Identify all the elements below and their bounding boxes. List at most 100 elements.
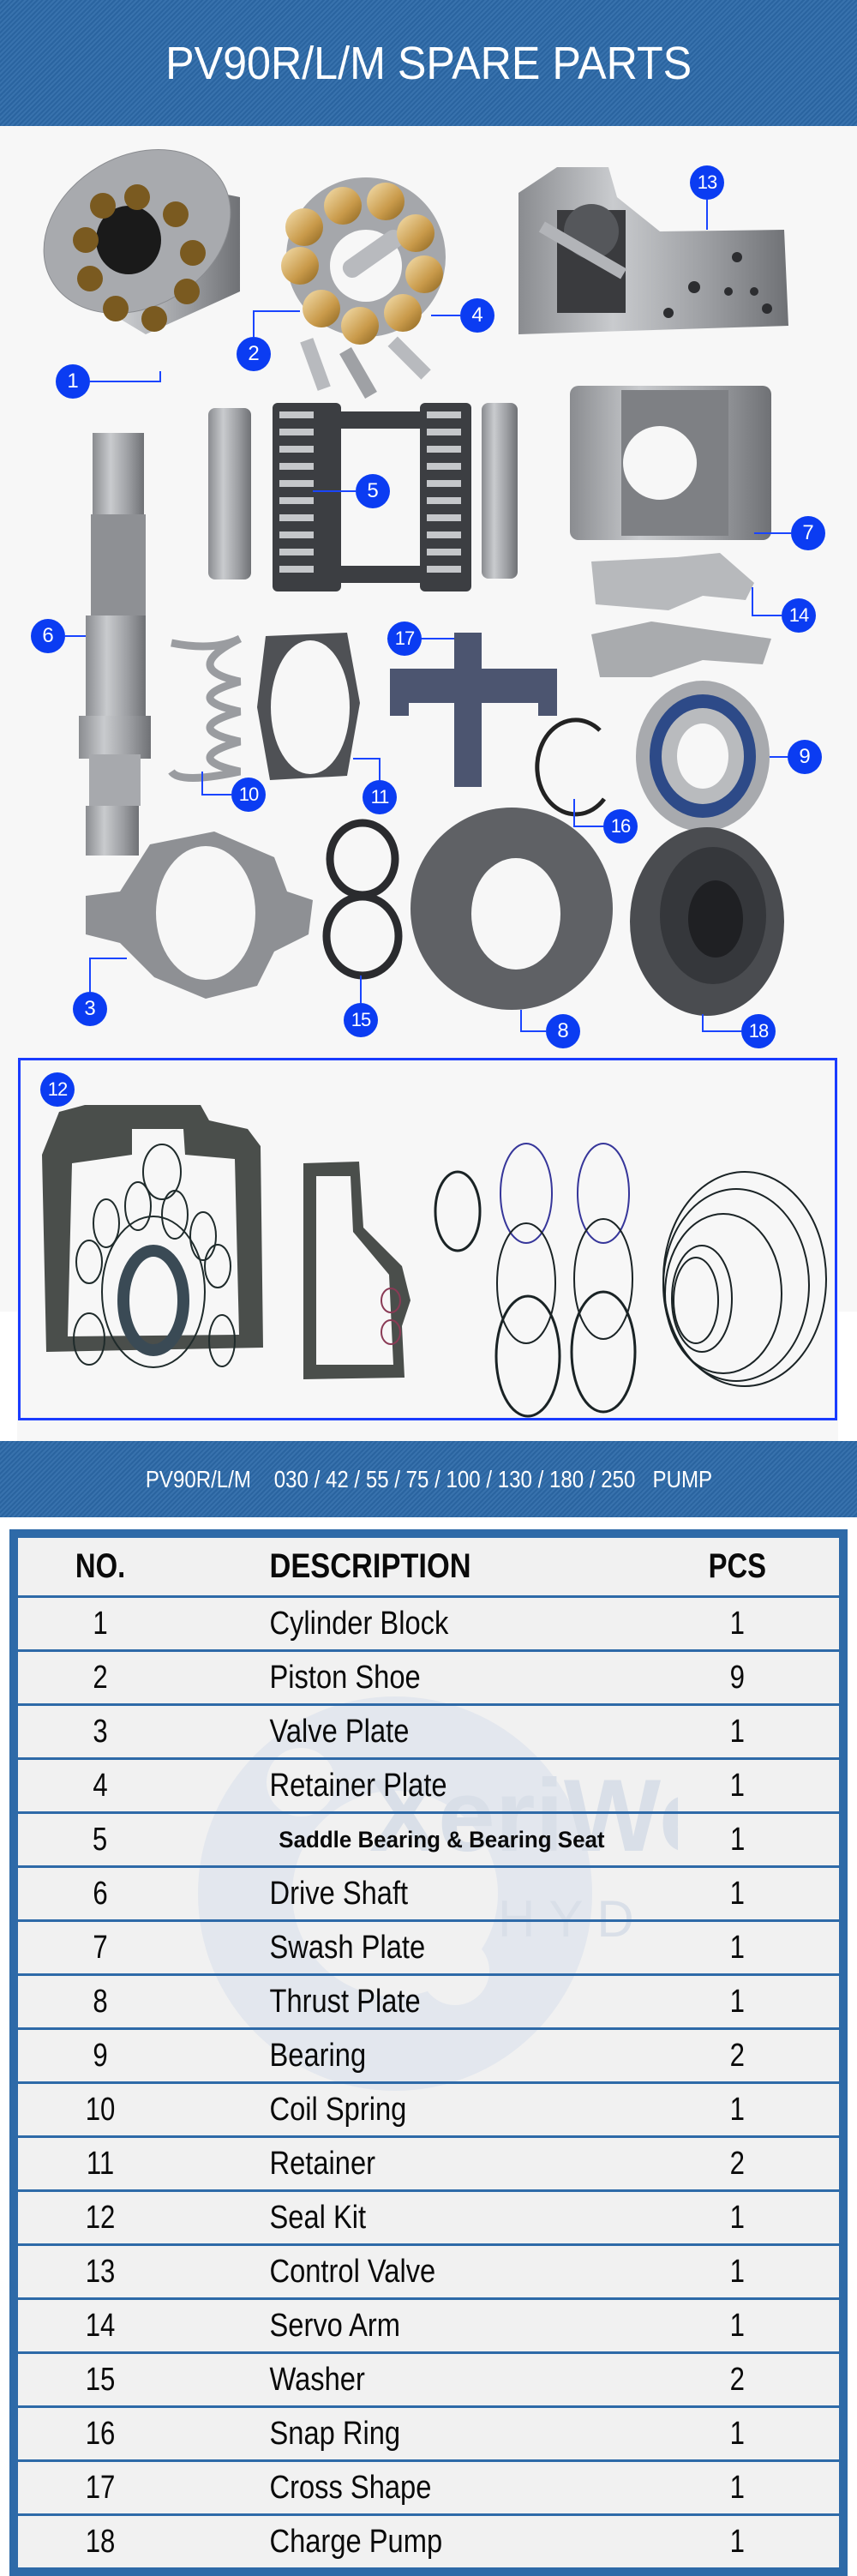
cell-description: Washer xyxy=(269,2361,365,2398)
table-row: 15 Washer 2 xyxy=(18,2351,839,2405)
cell-description: Coil Spring xyxy=(269,2091,407,2128)
table-row: 8 Thrust Plate 1 xyxy=(18,1973,839,2027)
cell-no: 3 xyxy=(93,1713,108,1750)
callout-4: 4 xyxy=(460,298,494,333)
cell-pcs: 2 xyxy=(729,2037,745,2074)
cell-pcs: 1 xyxy=(729,1767,745,1804)
exploded-parts-diagram xyxy=(43,149,791,1032)
title-banner: PV90R/L/M SPARE PARTS xyxy=(0,0,857,126)
cell-no: 13 xyxy=(85,2253,116,2290)
callout-12: 12 xyxy=(40,1072,75,1107)
part-control-valve xyxy=(518,167,788,334)
callout-8: 8 xyxy=(546,1014,580,1048)
part-washer xyxy=(322,819,403,980)
part-cross-shape xyxy=(390,633,557,787)
callout-16: 16 xyxy=(603,809,638,844)
cell-no: 6 xyxy=(93,1875,108,1912)
cell-pcs: 2 xyxy=(729,2361,745,2398)
part-saddle-bearing xyxy=(208,403,518,591)
cell-no: 1 xyxy=(93,1605,108,1642)
cell-pcs: 1 xyxy=(729,1929,745,1966)
cell-description: Charge Pump xyxy=(269,2523,443,2560)
cell-no: 8 xyxy=(93,1983,108,2020)
header-pcs: PCS xyxy=(708,1547,766,1585)
table-header-row: NO. DESCRIPTION PCS xyxy=(18,1538,839,1595)
part-retainer xyxy=(257,633,360,780)
cell-description: Servo Arm xyxy=(269,2307,401,2344)
table-row: 13 Control Valve 1 xyxy=(18,2243,839,2297)
cell-pcs: 1 xyxy=(729,1983,745,2020)
part-bearing xyxy=(636,681,770,832)
callout-18: 18 xyxy=(741,1014,776,1048)
cell-no: 7 xyxy=(93,1929,108,1966)
cell-pcs: 9 xyxy=(729,1659,745,1696)
cell-description: Drive Shaft xyxy=(269,1875,409,1912)
seal-kit-valve-gasket xyxy=(303,1162,411,1379)
cell-description: Cross Shape xyxy=(269,2469,432,2506)
cell-no: 17 xyxy=(85,2469,116,2506)
cell-no: 18 xyxy=(85,2523,116,2560)
part-swash-plate xyxy=(570,386,771,540)
seal-kit-panel xyxy=(18,1058,837,1420)
cell-no: 4 xyxy=(93,1767,108,1804)
header-description: DESCRIPTION xyxy=(269,1547,471,1585)
cell-description: Retainer xyxy=(269,2145,376,2182)
cell-pcs: 1 xyxy=(729,2523,745,2560)
cell-pcs: 1 xyxy=(729,2307,745,2344)
cell-pcs: 1 xyxy=(729,2253,745,2290)
seal-kit-illustration xyxy=(42,1105,827,1418)
cell-description: Piston Shoe xyxy=(269,1659,421,1696)
cell-pcs: 2 xyxy=(729,2145,745,2182)
cell-description: Control Valve xyxy=(269,2253,436,2290)
cell-pcs: 1 xyxy=(730,1821,746,1858)
parts-table: XeriWell HYD NO. DESCRIPTION PCS 1Cylind… xyxy=(9,1529,848,2576)
cell-no: 11 xyxy=(86,2145,115,2182)
cell-pcs: 1 xyxy=(729,2469,745,2506)
part-snap-ring xyxy=(535,718,606,817)
cell-pcs: 1 xyxy=(729,2415,745,2452)
cell-no: 15 xyxy=(85,2361,116,2398)
cell-no: 10 xyxy=(85,2091,116,2128)
cell-description: Retainer Plate xyxy=(269,1767,447,1804)
model-range-text: PV90R/L/M 030 / 42 / 55 / 75 / 100 / 130… xyxy=(145,1465,712,1492)
part-servo-arm xyxy=(591,553,771,677)
seal-kit-o-rings xyxy=(434,1143,827,1418)
callout-3: 3 xyxy=(73,992,107,1026)
cell-description: Thrust Plate xyxy=(269,1983,421,2020)
part-cylinder-block xyxy=(43,149,240,334)
callout-7: 7 xyxy=(791,516,825,550)
table-row: 6 Drive Shaft 1 xyxy=(18,1865,839,1919)
cell-pcs: 1 xyxy=(729,1875,745,1912)
table-row: 9 Bearing 2 xyxy=(18,2027,839,2081)
table-row: 4 Retainer Plate 1 xyxy=(18,1757,839,1811)
part-charge-pump xyxy=(630,827,784,1016)
part-drive-shaft xyxy=(79,433,151,856)
callout-2: 2 xyxy=(237,337,271,371)
cell-no: 12 xyxy=(85,2199,116,2236)
cell-no: 14 xyxy=(85,2307,116,2344)
callout-17: 17 xyxy=(387,621,422,656)
callout-11: 11 xyxy=(363,780,397,814)
page-title: PV90R/L/M SPARE PARTS xyxy=(165,37,692,89)
part-thrust-plate xyxy=(411,808,613,1010)
model-banner: PV90R/L/M 030 / 42 / 55 / 75 / 100 / 130… xyxy=(0,1441,857,1517)
cell-description: Cylinder Block xyxy=(269,1605,449,1642)
callout-15: 15 xyxy=(344,1003,378,1037)
cell-description: Saddle Bearing & Bearing Seat xyxy=(279,1826,605,1852)
part-piston-shoes-retainer xyxy=(281,177,446,399)
cell-no: 9 xyxy=(93,2037,108,2074)
table-row: 1 Cylinder Block 1 xyxy=(18,1595,839,1649)
cell-no: 16 xyxy=(85,2415,116,2452)
cell-description: Swash Plate xyxy=(269,1929,426,1966)
cell-description: Bearing xyxy=(269,2037,367,2074)
cell-pcs: 1 xyxy=(729,1605,745,1642)
cell-pcs: 1 xyxy=(729,2199,745,2236)
seal-kit-main-gasket xyxy=(42,1105,263,1368)
table-row: 7 Swash Plate 1 xyxy=(18,1919,839,1973)
table-row: 11 Retainer 2 xyxy=(18,2135,839,2189)
cell-pcs: 1 xyxy=(729,1713,745,1750)
